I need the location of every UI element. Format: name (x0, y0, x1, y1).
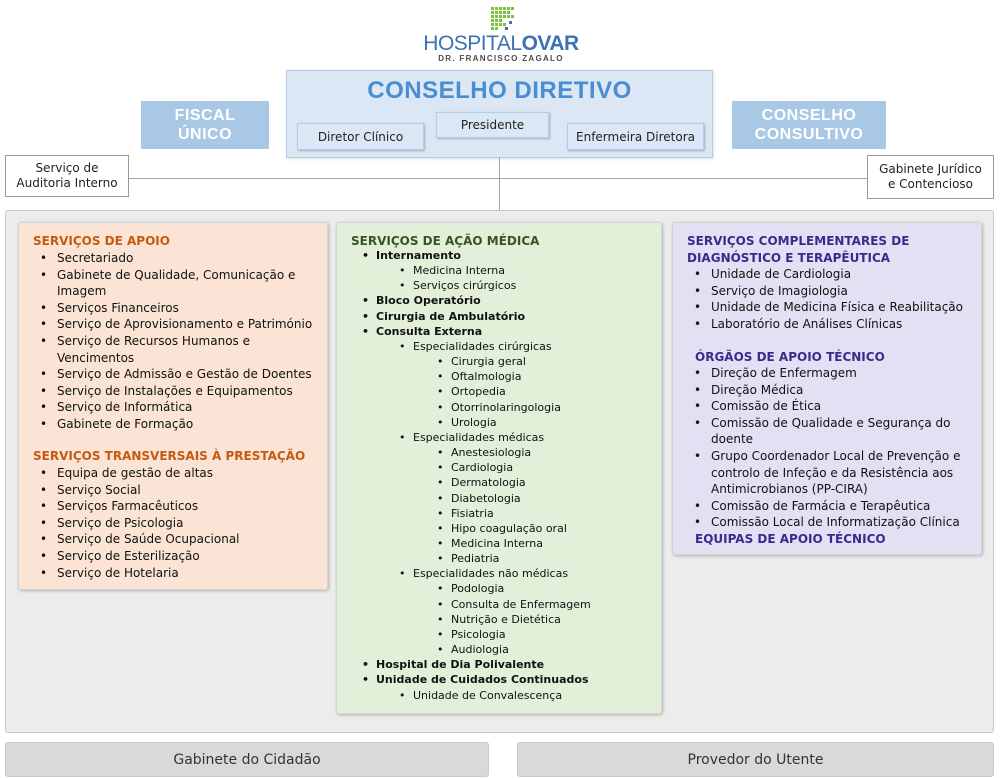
servicos-complementares-panel: SERVIÇOS COMPLEMENTARES DE DIAGNÓSTICO E… (672, 222, 982, 555)
list-item: Cirurgia de Ambulatório (337, 309, 657, 324)
list-item: Nutrição e Dietética (337, 612, 657, 627)
list-item: Serviço de Imagiologia (687, 283, 979, 300)
list-item: Serviços Farmacêuticos (33, 498, 323, 515)
list-item: Grupo Coordenador Local de Prevenção e c… (687, 448, 979, 498)
list-item: Psicologia (337, 627, 657, 642)
list-item: Serviço de Recursos Humanos e Vencimento… (33, 333, 323, 366)
complementares-list: Unidade de Cardiologia Serviço de Imagio… (687, 266, 979, 332)
fiscal-line2: ÚNICO (177, 126, 233, 143)
list-item: Serviço de Aprovisionamento e Património (33, 316, 323, 333)
consultivo-line2: CONSULTIVO (754, 126, 864, 143)
list-item: Comissão de Ética (687, 398, 979, 415)
orgaos-title: ÓRGÃOS DE APOIO TÉCNICO (695, 350, 885, 364)
connector-top-vertical (499, 158, 500, 210)
list-item: Pediatria (337, 551, 657, 566)
list-item: Comissão de Qualidade e Segurança do doe… (687, 415, 979, 448)
list-item: Unidade de Convalescença (337, 688, 657, 703)
apoio-title: SERVIÇOS DE APOIO (33, 234, 170, 248)
list-item: Cardiologia (337, 460, 657, 475)
acao-medica-title: SERVIÇOS DE AÇÃO MÉDICA (351, 234, 540, 248)
list-item: Consulta Externa (337, 324, 657, 339)
list-item: Podologia (337, 581, 657, 596)
equipas-title: EQUIPAS DE APOIO TÉCNICO (695, 532, 886, 546)
list-item: Bloco Operatório (337, 293, 657, 308)
consultivo-line1: CONSELHO (761, 107, 857, 124)
list-item: Gabinete de Formação (33, 416, 323, 433)
list-item: Serviço de Admissão e Gestão de Doentes (33, 366, 323, 383)
presidente-box: Presidente (436, 112, 549, 138)
enfermeira-diretora-box: Enfermeira Diretora (567, 123, 704, 150)
conselho-diretivo-box: CONSELHO DIRETIVO Diretor Clínico Presid… (286, 70, 713, 158)
juridico-line1: Gabinete Jurídico (879, 162, 982, 176)
list-item: Direção de Enfermagem (687, 365, 979, 382)
list-item: Audiologia (337, 642, 657, 657)
list-item: Diabetologia (337, 491, 657, 506)
provedor-utente-box: Provedor do Utente (517, 742, 994, 777)
connector-top-horizontal (128, 178, 868, 179)
list-item: Serviço de Psicologia (33, 515, 323, 532)
list-item: Serviços Financeiros (33, 300, 323, 317)
transversais-list: Equipa de gestão de altas Serviço Social… (33, 465, 323, 581)
logo-subtitle: DR. FRANCISCO ZAGALO (438, 54, 564, 63)
logo-mark-icon (491, 7, 514, 30)
list-item: Serviço de Informática (33, 399, 323, 416)
list-item: Medicina Interna (337, 263, 657, 278)
fiscal-line1: FISCAL (174, 107, 236, 124)
list-item: Urologia (337, 415, 657, 430)
list-item: Equipa de gestão de altas (33, 465, 323, 482)
list-item: Dermatologia (337, 475, 657, 490)
juridico-line2: e Contencioso (887, 177, 974, 191)
logo-word-hospital: HOSPITAL (423, 32, 522, 55)
list-item: Cirurgia geral (337, 354, 657, 369)
list-item: Comissão de Farmácia e Terapêutica (687, 498, 979, 515)
acao-medica-list: InternamentoMedicina InternaServiços cir… (337, 248, 657, 703)
servicos-apoio-panel: SERVIÇOS DE APOIO Secretariado Gabinete … (18, 222, 328, 590)
list-item: Serviço de Instalações e Equipamentos (33, 383, 323, 400)
conselho-diretivo-title: CONSELHO DIRETIVO (367, 77, 632, 104)
list-item: Serviço de Esterilização (33, 548, 323, 565)
list-item: Serviço Social (33, 482, 323, 499)
list-item: Medicina Interna (337, 536, 657, 551)
servicos-acao-medica-panel: SERVIÇOS DE AÇÃO MÉDICA InternamentoMedi… (336, 222, 662, 714)
list-item: Comissão Local de Informatização Clínica (687, 514, 979, 531)
list-item: Fisiatria (337, 506, 657, 521)
list-item: Secretariado (33, 250, 323, 267)
gabinete-cidadao-box: Gabinete do Cidadão (5, 742, 489, 777)
list-item: Consulta de Enfermagem (337, 597, 657, 612)
hospital-logo: HOSPITALOVAR DR. FRANCISCO ZAGALO (420, 3, 582, 65)
list-item: Otorrinolaringologia (337, 400, 657, 415)
list-item: Oftalmologia (337, 369, 657, 384)
diretor-clinico-box: Diretor Clínico (297, 123, 424, 150)
list-item: Especialidades médicas (337, 430, 657, 445)
transversais-title: SERVIÇOS TRANSVERSAIS À PRESTAÇÃO (33, 449, 306, 463)
list-item: Hipo coagulação oral (337, 521, 657, 536)
list-item: Especialidades não médicas (337, 566, 657, 581)
list-item: Unidade de Medicina Física e Reabilitaçã… (687, 299, 979, 316)
auditoria-line1: Serviço de (35, 161, 99, 175)
list-item: Laboratório de Análises Clínicas (687, 316, 979, 333)
logo-word-ovar: OVAR (521, 32, 580, 55)
list-item: Anestesiologia (337, 445, 657, 460)
list-item: Serviço de Saúde Ocupacional (33, 531, 323, 548)
list-item: Unidade de Cuidados Continuados (337, 672, 657, 687)
conselho-consultivo-box: CONSELHO CONSULTIVO (732, 101, 886, 149)
apoio-list: Secretariado Gabinete de Qualidade, Comu… (33, 250, 323, 433)
fiscal-unico-box: FISCAL ÚNICO (141, 101, 269, 149)
list-item: Serviço de Hotelaria (33, 565, 323, 582)
auditoria-line2: Auditoria Interno (16, 176, 118, 190)
list-item: Ortopedia (337, 384, 657, 399)
list-item: Gabinete de Qualidade, Comunicação e Ima… (33, 267, 323, 300)
list-item: Serviços cirúrgicos (337, 278, 657, 293)
list-item: Especialidades cirúrgicas (337, 339, 657, 354)
orgaos-list: Direção de Enfermagem Direção Médica Com… (687, 365, 979, 531)
list-item: Hospital de Dia Polivalente (337, 657, 657, 672)
list-item: Unidade de Cardiologia (687, 266, 979, 283)
list-item: Internamento (337, 248, 657, 263)
list-item: Direção Médica (687, 382, 979, 399)
complementares-title: SERVIÇOS COMPLEMENTARES DE DIAGNÓSTICO E… (687, 234, 910, 265)
